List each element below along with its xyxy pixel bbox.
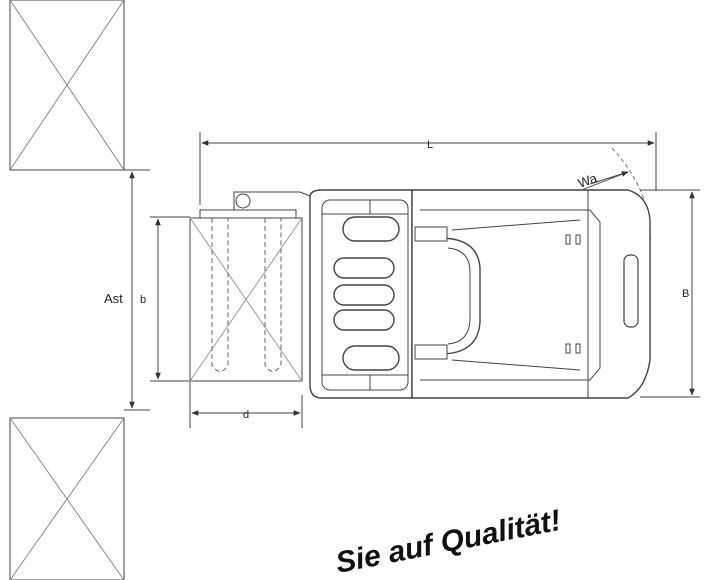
load-width-label: b	[140, 294, 146, 306]
seat-markers	[565, 234, 581, 354]
width-dimension	[640, 189, 700, 398]
load-depth-dimension	[189, 382, 303, 428]
wa-label: Wa	[576, 170, 600, 191]
length-dimension	[199, 132, 657, 205]
load-pallet	[189, 217, 303, 382]
slogan-text: Sie auf Qualität!	[333, 504, 563, 580]
load-width-dimension	[150, 216, 190, 382]
rack-pallet-lower	[9, 417, 125, 580]
aisle-label: Ast	[104, 291, 123, 306]
mast-brackets	[414, 226, 448, 360]
overhead-guard	[420, 209, 601, 381]
truck-body	[411, 189, 651, 399]
fork-carriage	[199, 191, 321, 219]
rack-pallet-upper	[9, 0, 125, 171]
width-label: B	[682, 288, 689, 300]
battery-cells	[333, 216, 400, 371]
load-depth-label: d	[243, 409, 249, 421]
length-label: L	[427, 139, 433, 151]
aisle-dimension	[124, 169, 150, 411]
